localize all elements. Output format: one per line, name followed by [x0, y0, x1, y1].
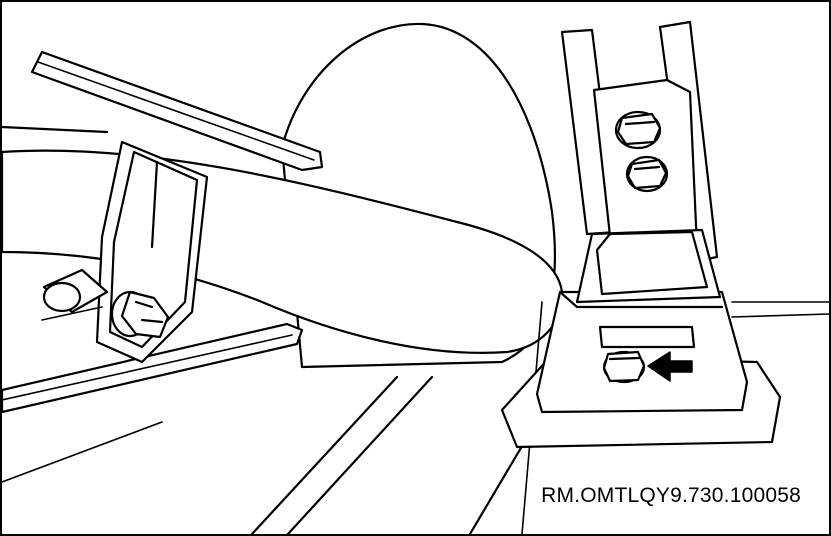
arrow-left-icon — [647, 351, 693, 382]
upper-leaf-spring — [2, 50, 324, 172]
bracket-bolt-icon — [110, 290, 170, 339]
lower-plate-bolt-icon — [625, 155, 669, 193]
isolator-mount — [500, 228, 829, 449]
callout-bolt-icon — [602, 350, 646, 384]
lower-leaf-spring — [2, 322, 304, 414]
pivot-rod — [41, 268, 109, 321]
upper-plate-bolt-icon — [614, 110, 662, 150]
figure-reference-code: RM.OMTLQY9.730.100058 — [541, 484, 801, 507]
floor-lines — [2, 375, 556, 534]
